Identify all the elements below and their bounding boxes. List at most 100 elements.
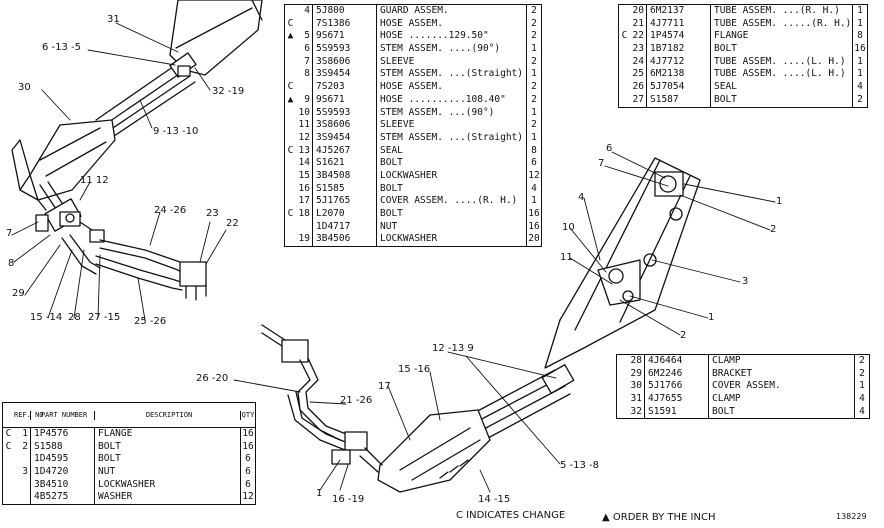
cell-qty: 16: [526, 220, 541, 234]
cell-desc: COVER ASSEM. ....(R. H.): [380, 195, 518, 207]
cell-desc: BOLT: [712, 405, 735, 417]
cell-ref: [296, 17, 313, 31]
cell-code: [619, 18, 630, 31]
cell-ref: 14: [296, 157, 313, 170]
cell-part: 7S1386: [313, 17, 377, 31]
cell-ref: 25: [630, 68, 647, 82]
cell-ref: 5: [296, 30, 313, 44]
callout-label: 10: [562, 222, 575, 233]
inch-note: ▲ ORDER BY THE INCH: [602, 512, 716, 523]
cell-ref: 32: [628, 405, 645, 419]
cell-code: [285, 68, 296, 81]
cell-part: 9S671: [313, 93, 377, 107]
cell-ref: 4: [296, 5, 313, 18]
cell-code: C: [5, 428, 12, 439]
cell-part: 4J6464: [645, 355, 709, 368]
cell-part: L2070: [313, 208, 377, 221]
cell-desc: SLEEVE: [380, 119, 415, 131]
cell-code: [617, 406, 628, 419]
cell-qty: 4: [854, 405, 869, 419]
cell-ref: 22: [630, 30, 647, 44]
cell-part: 6M2137: [647, 5, 711, 18]
callout-label: 27 -15: [88, 312, 121, 323]
cell-desc: STEM ASSEM. ...(90°): [380, 106, 495, 118]
cell-code: [285, 119, 296, 132]
cell-desc: WASHER: [98, 491, 133, 503]
cell-code: [285, 132, 296, 145]
cell-desc: BOLT: [380, 208, 403, 219]
cell-qty: 2: [854, 355, 869, 368]
callout-label: 11 12: [80, 175, 109, 186]
cell-code: C: [287, 208, 294, 219]
upper-hoses: [95, 52, 197, 141]
cell-ref: 15: [296, 169, 313, 183]
cell-desc: NUT: [380, 220, 398, 232]
callout-label: 25 -26: [134, 316, 167, 327]
cell-desc: TUBE ASSEM. .....(R. H.): [714, 17, 852, 29]
callout-label: 3: [742, 276, 749, 287]
cell-qty: 12: [526, 169, 541, 183]
cell-part: 5J800: [313, 5, 377, 18]
cell-desc: HOSE ASSEM.: [380, 17, 443, 29]
cell-code: [619, 43, 630, 56]
cell-ref: 18: [296, 208, 313, 221]
leader-lines: [11, 22, 776, 493]
cell-part: 6M2246: [645, 367, 709, 381]
header-desc: DESCRIPTION: [145, 410, 193, 419]
callout-label: 7: [598, 158, 605, 169]
cell-code: [285, 183, 296, 196]
cell-code: [619, 5, 630, 18]
callout-label: 15 -14: [30, 312, 63, 323]
cell-part: 9S671: [313, 30, 377, 44]
cell-qty: 2: [526, 17, 541, 31]
cell-code: [617, 355, 628, 368]
cell-code: [285, 56, 296, 69]
cell-part: 3S9454: [313, 68, 377, 82]
callout-label: 12 -13 9: [432, 343, 474, 354]
cell-code: [285, 170, 296, 183]
cell-desc: BOLT: [714, 43, 737, 55]
cell-qty: 2: [526, 55, 541, 69]
right-boom: [544, 157, 701, 369]
cell-part: 5S9593: [313, 106, 377, 120]
cell-desc: CLAMP: [712, 393, 741, 405]
cell-part: 3S8606: [313, 119, 377, 132]
cell-desc: HOSE ..........108.40": [380, 93, 506, 105]
cell-qty: 2: [526, 81, 541, 94]
cell-part: 3B4510: [31, 478, 95, 492]
cell-desc: SEAL: [380, 144, 403, 156]
cell-code: [619, 94, 630, 107]
cell-code: ▲: [287, 93, 294, 105]
callout-label: 2: [680, 330, 687, 341]
cell-ref: [296, 81, 313, 94]
cell-code: [285, 5, 296, 18]
cover-17: [377, 409, 491, 493]
header-part: PART NUMBER: [31, 410, 95, 420]
cell-qty: 16: [240, 428, 255, 441]
cell-desc: GUARD ASSEM.: [380, 5, 449, 16]
cell-part: 4J7712: [647, 55, 711, 69]
cell-ref: [296, 220, 313, 234]
lower-left-fittings: [35, 181, 105, 275]
cell-ref: 16: [296, 182, 313, 196]
cell-ref: 2: [14, 440, 31, 454]
cell-desc: HOSE .......129.50": [380, 30, 489, 42]
cell-qty: 1: [852, 68, 867, 82]
cell-ref: 28: [628, 355, 645, 368]
cell-desc: HOSE ASSEM.: [380, 81, 443, 93]
cell-qty: 16: [240, 440, 255, 454]
